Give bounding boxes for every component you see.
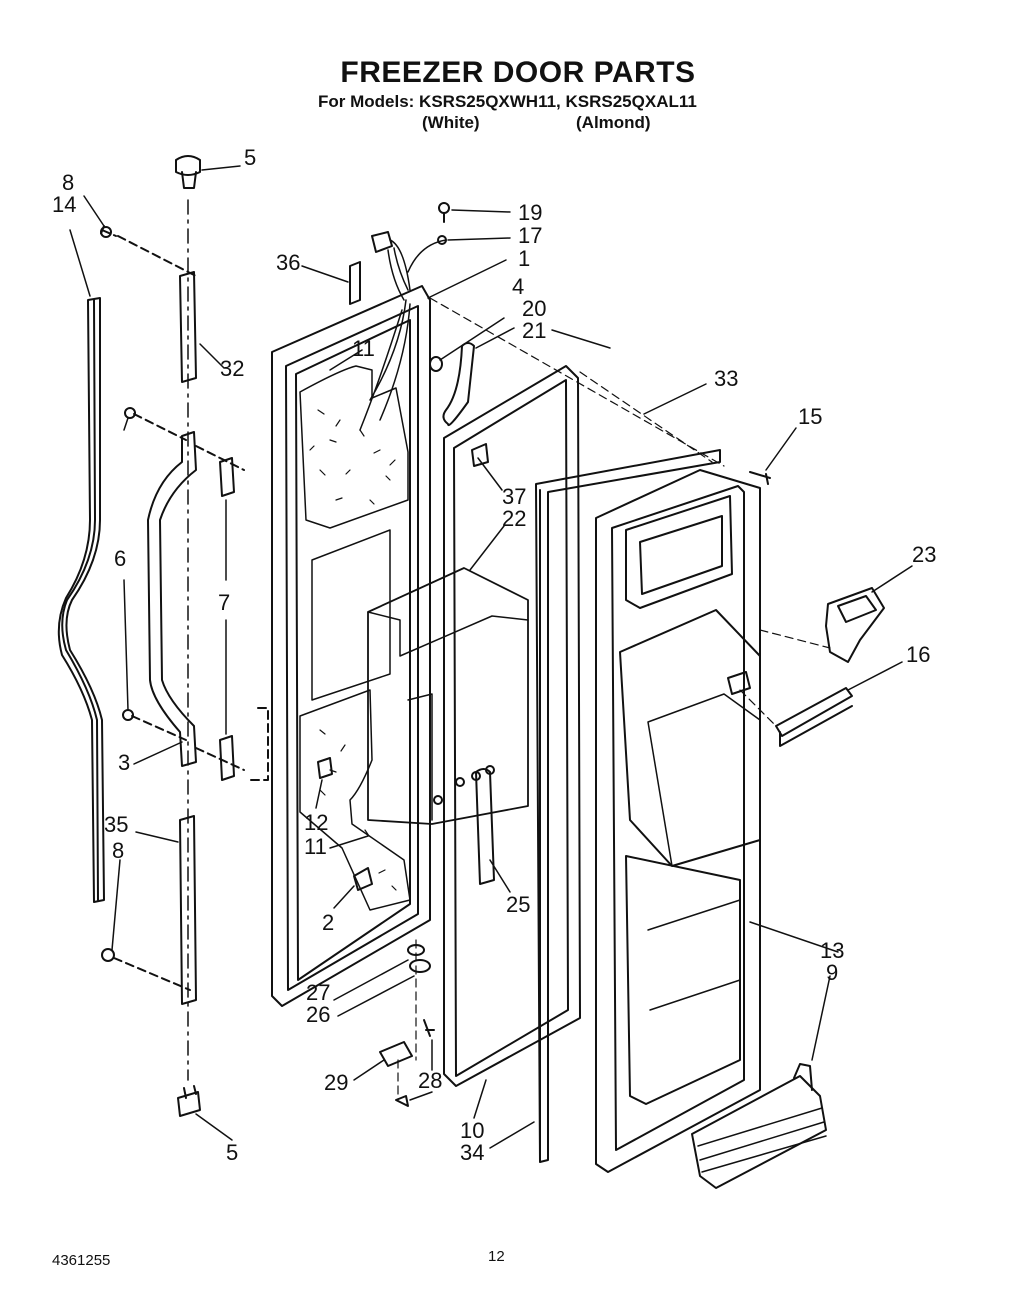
callout-17: 17 [518,223,542,248]
callout-11-upper: 11 [352,336,375,361]
callout-20: 20 [522,296,546,321]
callout-34: 34 [460,1140,484,1165]
door-outer-panel [271,202,529,1007]
callout-33: 33 [714,366,738,391]
callout-9: 9 [826,960,838,985]
callout-25: 25 [506,892,530,917]
callout-14: 14 [52,192,76,217]
callout-21: 21 [522,318,546,343]
callout-36: 36 [276,250,300,275]
callout-5-top: 5 [244,145,256,170]
leader-lines [69,165,913,1149]
callout-35: 35 [104,812,128,837]
callout-5-bottom: 5 [226,1140,238,1165]
callout-7: 7 [218,590,230,615]
callout-16: 16 [906,642,930,667]
door-gasket [442,342,721,1163]
callout-6: 6 [114,546,126,571]
callout-8-bottom: 8 [112,838,124,863]
callout-4: 4 [512,274,524,299]
callout-3: 3 [118,750,130,775]
small-parts-right [691,587,885,1189]
variant-white: (White) [422,113,480,132]
callout-19: 19 [518,200,542,225]
callout-32: 32 [220,356,244,381]
callout-26: 26 [306,1002,330,1027]
callout-1: 1 [518,246,530,271]
callout-37: 37 [502,484,526,509]
models-line: For Models: KSRS25QXWH11, KSRS25QXAL11 [318,92,697,111]
page-title: FREEZER DOOR PARTS [340,56,696,89]
handle-trim-part-14 [57,297,105,903]
callout-8-top: 8 [62,170,74,195]
callout-11-lower: 11 [304,834,327,859]
callout-15: 15 [798,404,822,429]
document-number: 4361255 [52,1252,111,1269]
callout-labels: 5 8 14 36 19 17 1 4 20 21 33 15 32 11 6 … [52,145,936,1165]
callout-12: 12 [304,810,328,835]
callout-10: 10 [460,1118,484,1143]
callout-27: 27 [306,980,330,1005]
callout-28: 28 [418,1068,442,1093]
door-inner-liner [429,297,771,1173]
callout-22: 22 [502,506,526,531]
callout-29: 29 [324,1070,348,1095]
callout-13: 13 [820,938,844,963]
page-number: 12 [488,1248,505,1265]
lower-hinge-parts [379,939,435,1107]
handle-hardware [99,155,269,1117]
variant-almond: (Almond) [576,113,651,132]
callout-23: 23 [912,542,936,567]
callout-2: 2 [322,910,334,935]
